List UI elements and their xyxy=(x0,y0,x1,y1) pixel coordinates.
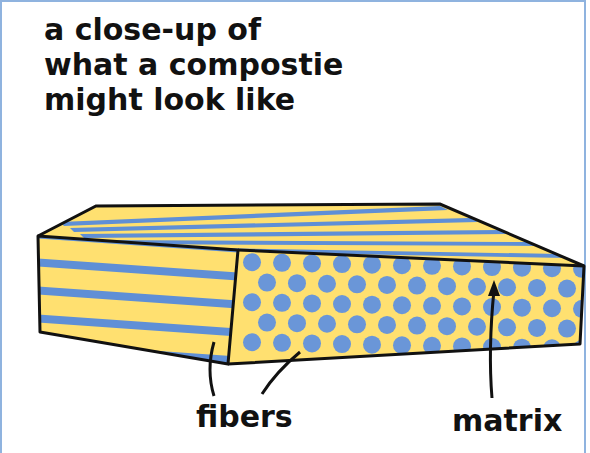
fiber-end xyxy=(243,253,261,271)
fiber-end xyxy=(408,277,426,295)
fiber-end xyxy=(243,333,261,351)
fiber-end xyxy=(393,336,411,354)
fiber-end xyxy=(438,317,456,335)
fiber-end xyxy=(288,274,306,292)
fiber-end xyxy=(558,280,576,298)
fiber-end xyxy=(273,334,291,352)
leader-line xyxy=(210,342,214,396)
fiber-end xyxy=(543,339,561,357)
fiber-end xyxy=(288,314,306,332)
fiber-end xyxy=(468,278,486,296)
fiber-stripe xyxy=(30,286,245,309)
fiber-end xyxy=(498,318,516,336)
fiber-stripe xyxy=(80,230,508,238)
fiber-end xyxy=(363,336,381,354)
fiber-end xyxy=(378,316,396,334)
fiber-end xyxy=(258,314,276,332)
fiber-stripe xyxy=(30,258,245,281)
fiber-end xyxy=(453,337,471,355)
fiber-end xyxy=(438,277,456,295)
fiber-ends xyxy=(243,253,590,358)
fiber-end xyxy=(303,294,321,312)
fiber-end xyxy=(513,299,531,317)
fiber-end xyxy=(528,319,546,337)
title-text: a close-up of what a compostie might loo… xyxy=(44,12,344,117)
fiber-end xyxy=(423,297,441,315)
arrow-head xyxy=(488,280,500,296)
fiber-end xyxy=(588,320,590,338)
fiber-end xyxy=(528,279,546,297)
fiber-end xyxy=(318,315,336,333)
front-face xyxy=(228,250,584,364)
fiber-stripe xyxy=(70,218,478,232)
fiber-end xyxy=(258,274,276,292)
fiber-end xyxy=(333,255,351,273)
leader-line xyxy=(262,352,300,394)
part-label: fibers xyxy=(196,400,293,434)
fiber-end xyxy=(453,297,471,315)
fiber-stripe xyxy=(30,314,245,337)
fiber-end xyxy=(543,299,561,317)
fiber-end xyxy=(543,259,561,277)
fiber-end xyxy=(498,278,516,296)
fiber-end xyxy=(363,256,381,274)
outline xyxy=(228,250,584,364)
fiber-end xyxy=(558,320,576,338)
top-stripes xyxy=(60,206,568,258)
fiber-end xyxy=(273,294,291,312)
fiber-end xyxy=(363,296,381,314)
fiber-end xyxy=(378,276,396,294)
fiber-end xyxy=(393,296,411,314)
outline xyxy=(38,236,238,364)
fiber-end xyxy=(348,275,366,293)
fiber-end xyxy=(588,280,590,298)
fiber-end xyxy=(333,335,351,353)
fiber-end xyxy=(303,334,321,352)
fiber-end xyxy=(303,254,321,272)
outline xyxy=(38,204,584,266)
fiber-end xyxy=(348,315,366,333)
part-label: matrix xyxy=(452,404,562,438)
fiber-end xyxy=(408,317,426,335)
fiber-end xyxy=(468,318,486,336)
leader-line xyxy=(490,290,494,398)
fiber-end xyxy=(243,293,261,311)
fiber-end xyxy=(318,275,336,293)
fiber-end xyxy=(333,295,351,313)
fiber-end xyxy=(273,254,291,272)
